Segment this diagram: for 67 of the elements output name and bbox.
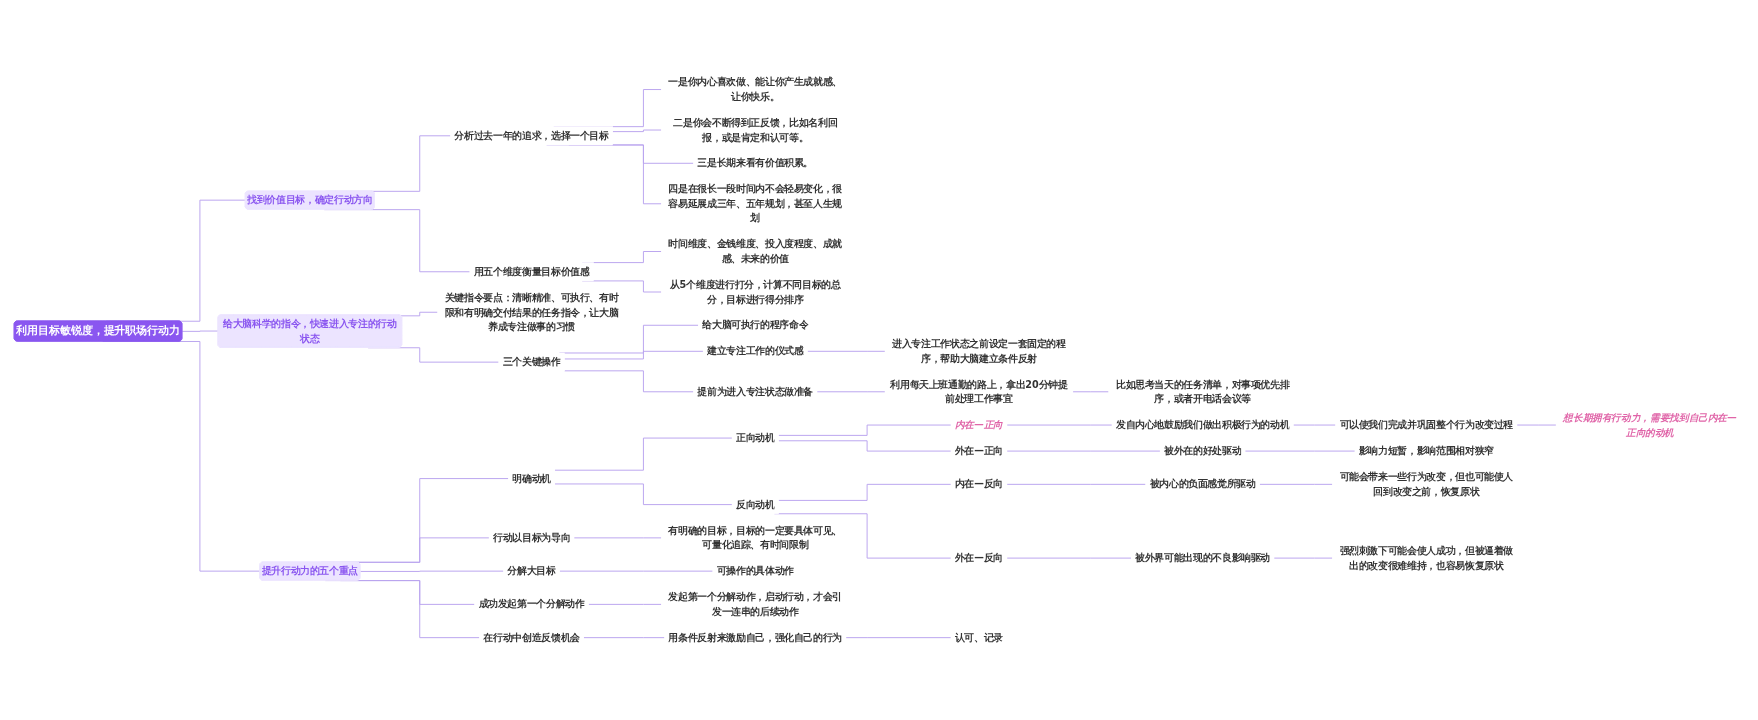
node-text: 关键指令要点：清晰精准、可执行、有时限和有明确交付结果的任务指令，让大脑养成专注做事的习惯 <box>444 291 619 333</box>
connector <box>806 350 886 352</box>
node-text: 二是你会不断得到正反馈，比如名利回报，或是肯定和认可等。 <box>673 116 838 143</box>
connector <box>845 637 952 639</box>
connector <box>1006 483 1147 485</box>
node-text: 三个关键操作 <box>502 356 561 368</box>
connector <box>777 440 952 452</box>
node-text: 成功发起第一个分解动作 <box>478 598 585 611</box>
node-text: 有明确的目标，目标的一定要具体可见、可量化追踪、有时间限制 <box>668 524 843 551</box>
node-text: 影响力短暂，影响范围相对狭窄 <box>1358 445 1494 457</box>
node-text: 被内心的负面感觉所驱动 <box>1149 478 1256 490</box>
connector <box>1006 424 1113 426</box>
connector <box>1006 450 1161 452</box>
node-text: 内在—正向 <box>954 419 1004 431</box>
connector <box>777 424 952 436</box>
node-text: 发自内心地鼓励我们做出积极行为的动机 <box>1115 419 1290 431</box>
node-text: 提前为进入专注状态做准备 <box>697 385 814 398</box>
connector <box>359 570 505 572</box>
connector <box>1259 483 1333 485</box>
node-text: 被外界可能出现的不良影响驱动 <box>1135 552 1271 564</box>
node-text: 建立专注工作的仪式感 <box>707 345 804 357</box>
connector <box>588 603 662 605</box>
node-text: 认可、记录 <box>954 631 1004 644</box>
connector <box>1244 450 1356 452</box>
node-text: 正向动机 <box>735 432 775 444</box>
node-text: 在行动中创造反馈机会 <box>483 631 580 644</box>
node-text: 可以使我们完成并巩固整个行为改变过程 <box>1339 419 1514 431</box>
node-text: 强烈刺激下可能会使人成功，但被逼着做出的改变很难维持，也容易恢复原状 <box>1339 544 1514 571</box>
node-text: 可操作的具体动作 <box>716 565 794 577</box>
node-text: 四是在很长一段时间内不会轻易变化，很容易延展成三年、五年规划，甚至人生规划 <box>668 183 843 224</box>
connector <box>612 129 662 133</box>
node-text: 反向动机 <box>735 498 775 511</box>
node-text: 进入专注工作状态之前设定一套固定的程序，帮助大脑建立条件反射 <box>892 338 1066 365</box>
node-text: 行动以目标为导向 <box>493 531 571 544</box>
connector <box>400 311 439 317</box>
node-text: 被外在的好处驱动 <box>1164 445 1242 457</box>
node-text: 可能会带来一些行为改变，但也可能使人回到改变之前，恢复原状 <box>1339 471 1514 498</box>
node-text: 想长期拥有行动力，需要找到自己内在—正向的动机 <box>1563 411 1737 438</box>
node-text: 比如思考当天的任务清单，对事项优先排序，或者开电话会议等 <box>1115 378 1290 405</box>
connector <box>816 391 886 393</box>
connector <box>1292 424 1337 426</box>
connector <box>554 483 733 506</box>
node-text: 明确动机 <box>512 472 551 485</box>
node-text: 从5个维度进行打分，计算不同目标的总分，目标进行得分排序 <box>669 278 841 305</box>
connector <box>777 483 952 501</box>
node-text: 外在—反向 <box>954 552 1004 564</box>
node-text: 给大脑可执行的程序命令 <box>702 319 809 331</box>
node-text: 一是你内心喜欢做、能让你产生成就感、让你快乐。 <box>668 76 843 103</box>
connector <box>573 537 662 539</box>
node-text: 内在—反向 <box>954 478 1004 490</box>
node-text: 分解大目标 <box>507 565 556 577</box>
connector <box>1072 391 1110 393</box>
node-text: 用条件反射来激励自己，强化自己的行为 <box>668 631 843 644</box>
node-text: 外在—正向 <box>954 445 1004 457</box>
node-text: 利用每天上班通勤的路上，拿出20分钟提前处理工作事宜 <box>890 378 1068 405</box>
connector <box>181 330 219 332</box>
connector <box>1273 557 1333 559</box>
node-text: 发起第一个分解动作，启动行动，才会引发一连串的后续动作 <box>668 591 843 618</box>
connector <box>1516 424 1557 426</box>
connector <box>559 570 714 572</box>
connector <box>1006 557 1132 559</box>
connector <box>583 637 666 639</box>
connector <box>563 370 695 393</box>
node-text: 时间维度、金钱维度、投入度程度、成就感、未来的价值 <box>668 238 843 265</box>
node-text: 三是长期来看有价值积累。 <box>697 157 814 169</box>
connector <box>554 437 733 471</box>
connector <box>563 350 704 360</box>
